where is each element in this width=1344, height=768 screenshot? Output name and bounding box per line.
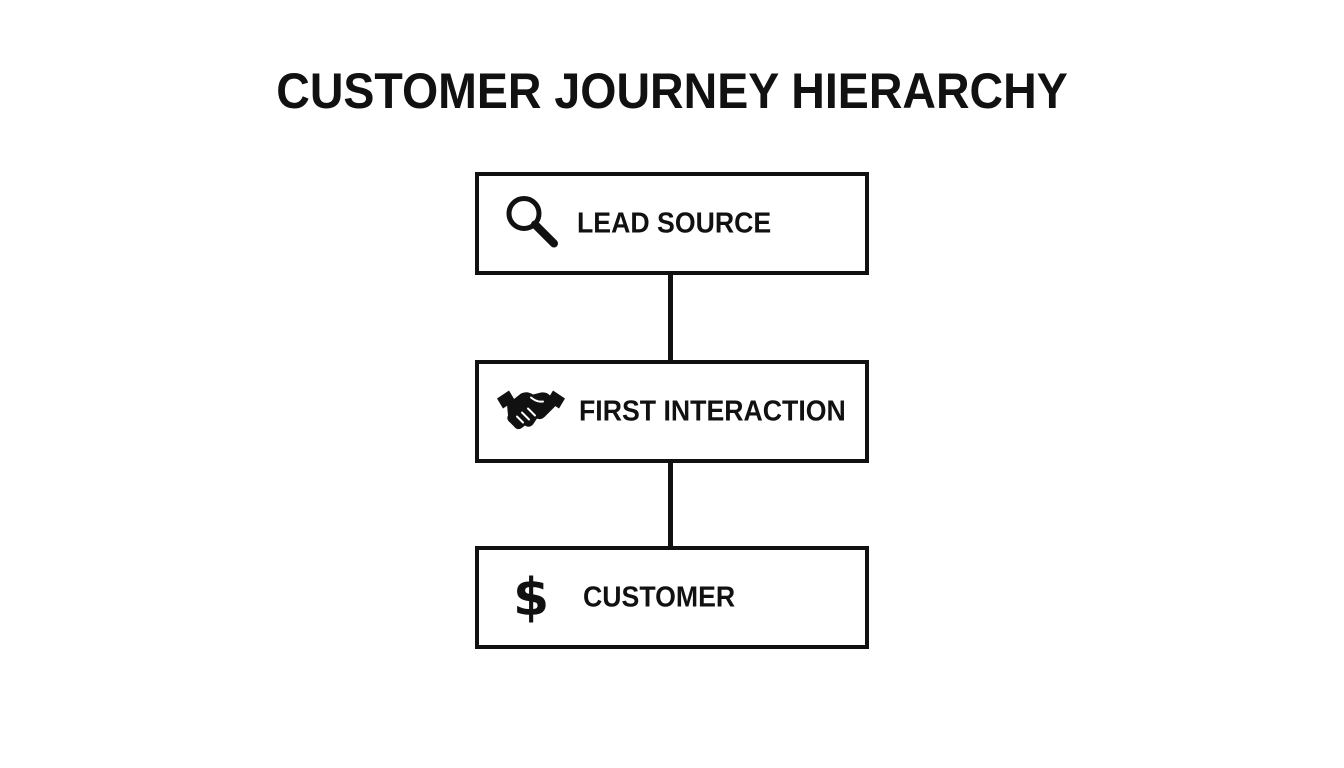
node-label: LEAD SOURCE [577, 207, 772, 239]
connector-line [668, 463, 673, 546]
dollar-glyph: $ [513, 567, 550, 628]
node-first-interaction: FIRST INTERACTION [475, 360, 869, 463]
node-customer: $ CUSTOMER [475, 546, 869, 649]
node-label: CUSTOMER [583, 581, 736, 613]
node-label: FIRST INTERACTION [579, 395, 846, 427]
magnifier-icon [501, 190, 563, 257]
handshake-icon [495, 384, 567, 439]
node-lead-source: LEAD SOURCE [475, 172, 869, 275]
connector-line [668, 275, 673, 360]
dollar-sign-icon: $ [513, 572, 549, 624]
diagram-title: CUSTOMER JOURNEY HIERARCHY [276, 63, 1068, 119]
